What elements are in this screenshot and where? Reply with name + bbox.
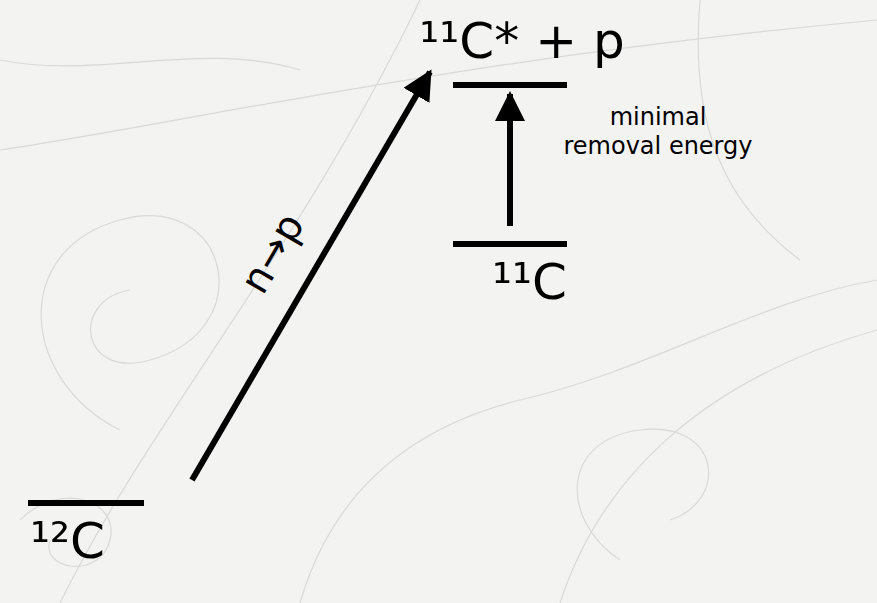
energy-level: ¹²C xyxy=(28,500,178,570)
level-line xyxy=(28,500,144,506)
energy-level: ¹¹C xyxy=(440,241,600,311)
level-label: ¹¹C* + p xyxy=(410,12,634,70)
level-label: ¹²C xyxy=(28,512,178,570)
level-line xyxy=(453,82,567,88)
transition-label: minimal removal energy xyxy=(563,103,753,161)
energy-level: ¹¹C* + p xyxy=(410,12,634,88)
transition-arrow xyxy=(192,72,430,480)
transition-arrow xyxy=(507,94,513,226)
level-label: ¹¹C xyxy=(440,253,600,311)
level-line xyxy=(453,241,567,247)
